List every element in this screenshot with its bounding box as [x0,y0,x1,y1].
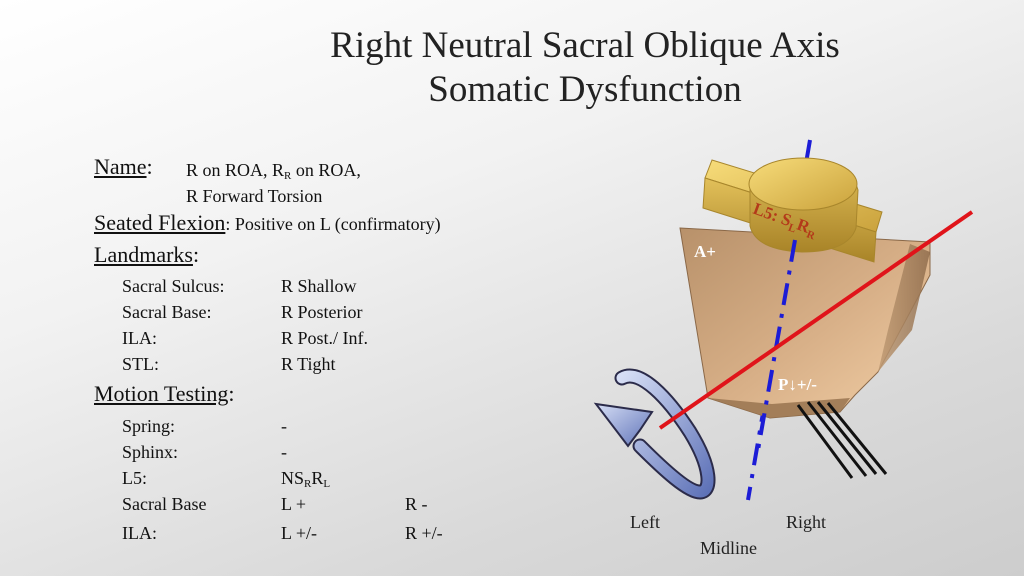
landmarks-colon: : [192,242,200,267]
landmarks-row: Landmarks: [94,242,199,269]
anterior-plus-label: A+ [694,242,716,261]
motion-value-l5: NSRRL [281,468,330,490]
title-line-1: Right Neutral Sacral Oblique Axis [330,25,840,66]
rotation-arrow-icon [593,368,716,500]
right-label: Right [786,512,826,532]
motion-testing-colon: : [228,381,235,406]
nerve-lines-icon [796,401,888,479]
name-value-subscript: R [284,170,292,182]
landmark-value-base: R Posterior [281,302,363,322]
motion-label-ila: ILA: [122,523,157,543]
landmark-value-stl: R Tight [281,354,336,374]
name-value-text-a: R on ROA, R [186,160,285,180]
posterior-label: P↓+/- [778,375,817,394]
seated-flexion-row: Seated Flexion: Positive on L (confirmat… [94,210,441,237]
motion-value-sacral-base-right: R - [405,494,428,514]
landmarks-heading: Landmarks [94,242,193,267]
name-row: Name: [94,154,153,181]
left-label: Left [630,512,660,532]
motion-value-ila-left: L +/- [281,523,317,543]
name-value-line-2: R Forward Torsion [186,186,323,206]
motion-value-sacral-base-left: L + [281,494,306,514]
name-value-text-b: on ROA, [291,160,361,180]
l5-vertebra-icon [702,157,883,263]
l5-r-text: R [311,468,324,488]
motion-value-ila-right: R +/- [405,523,443,543]
midline-label: Midline [700,538,757,558]
l5-r-subscript: L [323,478,331,490]
motion-label-sphinx: Sphinx: [122,442,179,462]
motion-label-sacral-base: Sacral Base [122,494,207,514]
name-colon: : [146,154,153,179]
motion-label-l5: L5: [122,468,147,488]
landmark-label-base: Sacral Base: [122,302,212,322]
landmark-label-stl: STL: [122,354,160,374]
seated-flexion-heading: Seated Flexion [94,210,226,235]
seated-flexion-value: : Positive on L (confirmatory) [225,214,441,234]
l5-ns-text: NS [281,468,305,488]
motion-value-sphinx: - [281,442,287,462]
name-value-line-1: R on ROA, RR on ROA, [186,158,361,189]
motion-testing-heading: Motion Testing [94,381,229,406]
slide-title: Right Neutral Sacral Oblique Axis Somati… [230,24,940,112]
l5-ns-subscript: R [304,478,312,490]
landmark-value-ila: R Post./ Inf. [281,328,369,348]
landmark-label-ila: ILA: [122,328,157,348]
name-heading: Name [94,154,147,179]
motion-value-spring: - [281,416,287,436]
oblique-axis-line [658,210,974,430]
motion-label-spring: Spring: [122,416,176,436]
landmark-label-sulcus: Sacral Sulcus: [122,276,225,296]
title-line-2: Somatic Dysfunction [428,69,742,110]
landmark-value-sulcus: R Shallow [281,276,357,296]
motion-testing-row: Motion Testing: [94,381,234,408]
